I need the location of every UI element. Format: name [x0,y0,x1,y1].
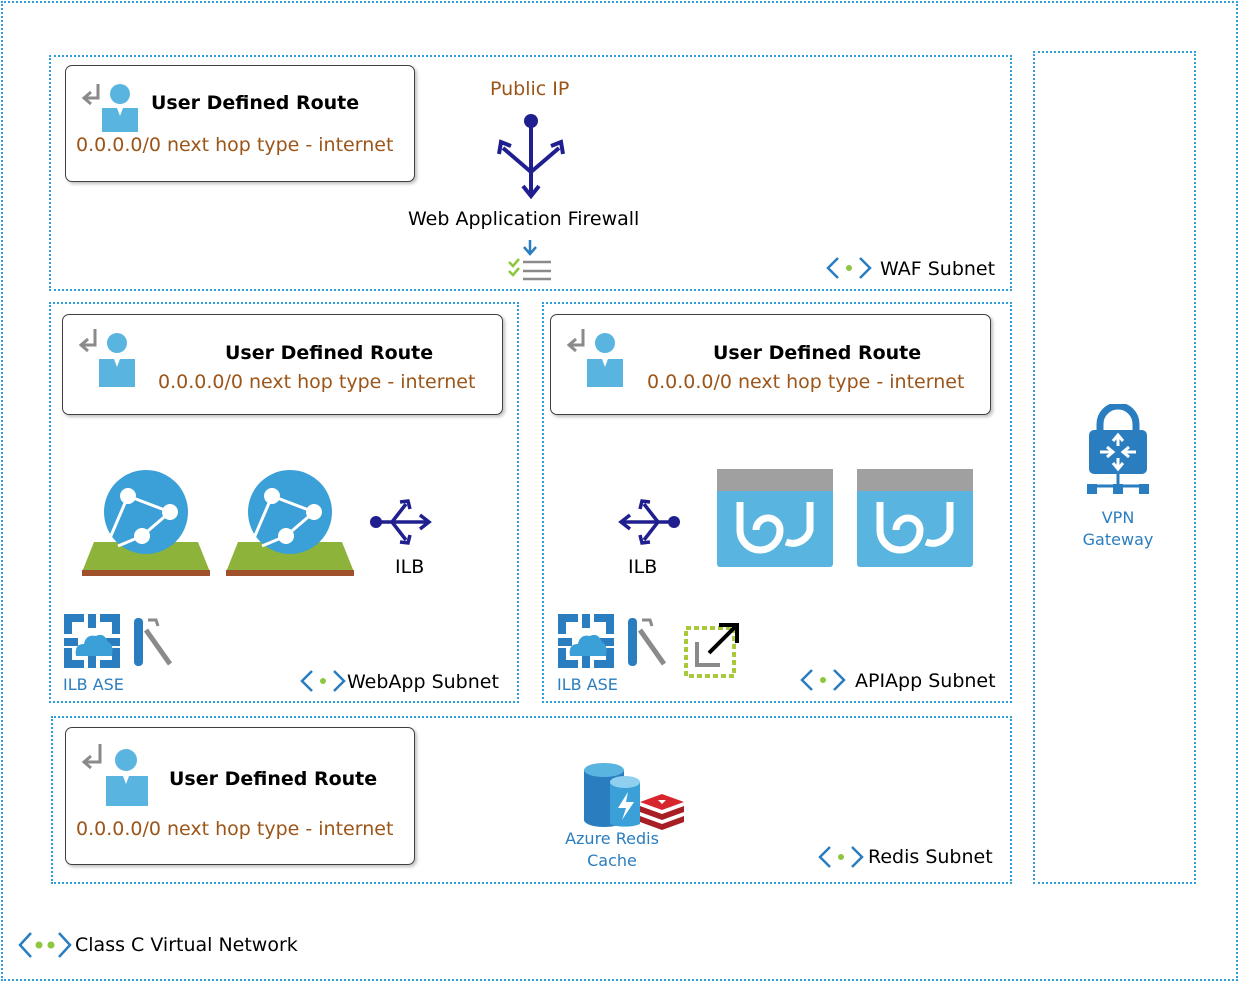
ilb-label: ILB [628,556,658,578]
ilb-ase-label: ILB ASE [557,675,618,694]
vpn-gateway-label: VPN Gateway [1068,507,1168,551]
udr-title: User Defined Route [151,92,360,114]
waf-subnet [49,55,1012,291]
load-balancer-icon [368,496,434,548]
vnet-icon [300,668,346,694]
external-link-icon [683,620,741,678]
load-balancer-icon [616,496,682,548]
redis-udr-box: User Defined Route 0.0.0.0/0 next hop ty… [65,727,415,865]
tools-icon [130,616,174,668]
udr-icon [79,325,135,387]
udr-route: 0.0.0.0/0 next hop type - internet [76,134,394,156]
waf-checklist-icon [505,238,555,282]
public-ip-label: Public IP [490,78,570,100]
gateway-subnet [1033,51,1196,884]
udr-icon [82,80,138,132]
redis-subnet-label: Redis Subnet [868,846,993,868]
apiapp-subnet [542,302,1012,703]
redis-cache-label: Azure Redis Cache [556,828,668,872]
web-app-icon [224,468,356,578]
api-app-icon [856,468,974,568]
vpn-gateway-label-line1: VPN [1101,508,1135,527]
vnet-icon [826,255,872,281]
tools-icon [624,616,668,668]
web-app-icon [80,468,212,578]
webapp-subnet-label: WebApp Subnet [347,671,499,693]
redis-subnet [51,716,1012,884]
vpn-gateway-icon [1086,404,1150,498]
vnet-icon [818,844,864,870]
ilb-label: ILB [395,556,425,578]
webapp-subnet [49,302,519,703]
udr-route: 0.0.0.0/0 next hop type - internet [647,371,965,393]
udr-title: User Defined Route [169,768,378,790]
udr-route: 0.0.0.0/0 next hop type - internet [76,818,394,840]
redis-cache-icon [582,762,688,830]
vnet-label: Class C Virtual Network [75,934,298,956]
api-app-icon [716,468,834,568]
waf-label: Web Application Firewall [408,208,640,230]
udr-title: User Defined Route [713,342,922,364]
redis-cache-label-line2: Cache [587,851,637,870]
ilb-ase-label: ILB ASE [63,675,124,694]
app-service-environment-icon [556,612,616,670]
udr-route: 0.0.0.0/0 next hop type - internet [158,371,476,393]
vnet-icon [800,667,846,693]
waf-udr-box: User Defined Route 0.0.0.0/0 next hop ty… [65,65,415,182]
udr-icon [82,740,148,806]
public-ip-icon [497,112,565,200]
vnet-icon [18,930,72,960]
app-service-environment-icon [62,612,122,670]
udr-icon [567,325,623,387]
webapp-udr-box: User Defined Route 0.0.0.0/0 next hop ty… [62,314,503,415]
udr-title: User Defined Route [225,342,434,364]
waf-subnet-label: WAF Subnet [880,258,996,280]
vpn-gateway-label-line2: Gateway [1082,530,1154,549]
apiapp-udr-box: User Defined Route 0.0.0.0/0 next hop ty… [550,314,991,415]
apiapp-subnet-label: APIApp Subnet [855,670,996,692]
redis-cache-label-line1: Azure Redis [565,829,659,848]
